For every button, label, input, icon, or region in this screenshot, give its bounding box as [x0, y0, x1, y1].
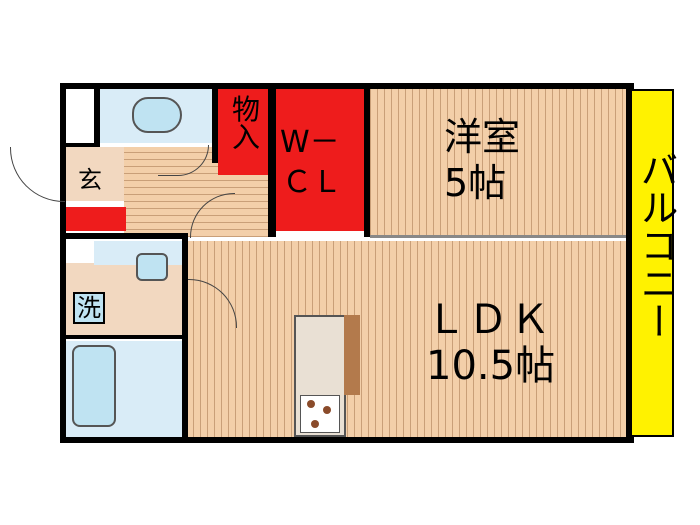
wall-storage-right: [268, 83, 276, 237]
burner-icon: [307, 400, 315, 408]
wall-bottom: [60, 437, 634, 443]
bathtub-fixture: [72, 345, 116, 427]
western-room-label-line1: 洋室: [444, 115, 521, 159]
wall-left: [60, 83, 66, 443]
ldk-label-line1: ＬＤＫ: [426, 297, 552, 343]
burner-icon: [323, 406, 331, 414]
walk-in-closet: [276, 89, 364, 231]
toilet-fixture: [132, 97, 182, 133]
storage-closet: [218, 89, 268, 175]
wall-western-bottom: [370, 235, 626, 238]
ldk-floor: [186, 241, 626, 437]
washroom-label: 洗: [73, 292, 105, 324]
shoe-box: [66, 207, 126, 231]
wall-hall-bottom: [66, 233, 186, 239]
storage-label: 物入: [231, 93, 260, 154]
entrance-floor: [66, 147, 124, 201]
wall-wash-bath: [66, 335, 182, 339]
kitchen-stove: [300, 395, 340, 433]
burner-icon: [311, 420, 319, 428]
entrance-door-arc: [10, 147, 65, 202]
wall-wet-right: [182, 233, 188, 443]
wall-right: [626, 83, 632, 443]
washbasin-fixture: [136, 253, 168, 281]
entrance-label: 玄: [78, 166, 102, 194]
balcony-label: バルコニー: [634, 150, 678, 340]
wall-toilet-bottom: [60, 143, 100, 147]
wall-toilet-left: [94, 83, 100, 147]
wall-wic-right: [364, 83, 370, 237]
wall-top: [60, 83, 634, 89]
ldk-label-line2: 10.5帖: [426, 343, 556, 389]
wic-label-line1: W－: [280, 125, 340, 160]
floor-plan: [10, 83, 674, 443]
western-room-label-line2: 5帖: [444, 161, 507, 205]
fridge-space: [344, 315, 360, 395]
wic-label-line2: ＣＬ: [282, 165, 342, 200]
wall-storage-left: [212, 83, 218, 163]
western-room-floor: [370, 89, 626, 237]
